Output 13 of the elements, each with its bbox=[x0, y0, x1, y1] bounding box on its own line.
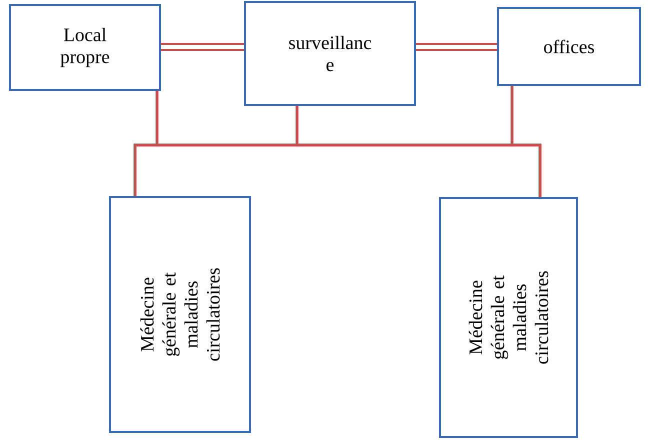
box bbox=[244, 1, 416, 106]
connector-line bbox=[510, 86, 542, 197]
box bbox=[497, 7, 641, 86]
box-label: Médecine générale et maladies circulatoires bbox=[140, 268, 220, 361]
box bbox=[439, 197, 578, 438]
box bbox=[109, 196, 251, 433]
double-line bbox=[161, 43, 244, 51]
box-label: surveillanc e bbox=[289, 36, 372, 72]
box-label: Médecine générale et maladies circulatoires bbox=[468, 271, 548, 364]
box-label: Local propre bbox=[60, 28, 110, 68]
box-label: offices bbox=[544, 40, 594, 54]
box bbox=[9, 4, 161, 91]
double-line bbox=[416, 43, 497, 51]
